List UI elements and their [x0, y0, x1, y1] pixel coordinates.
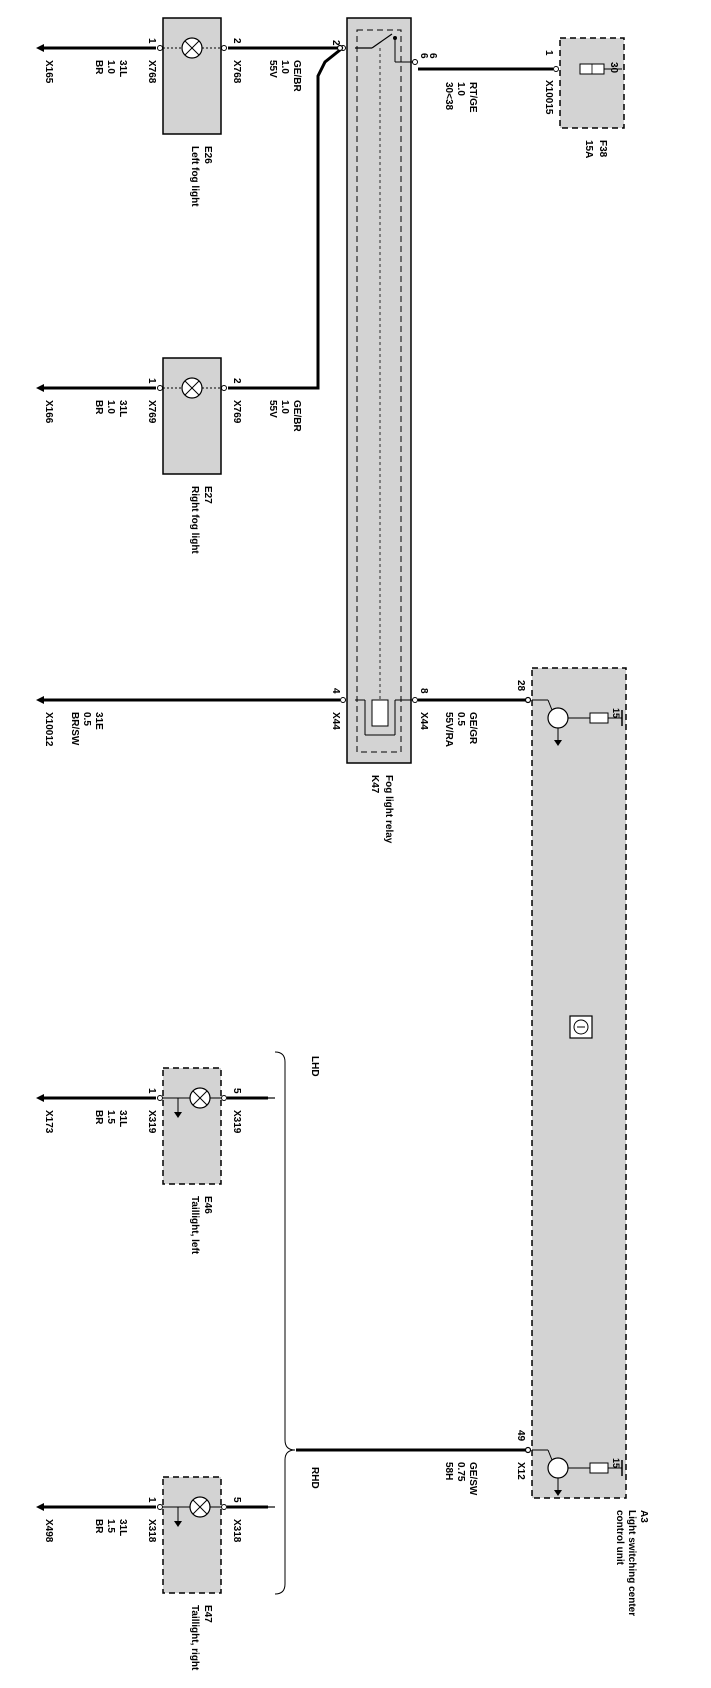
svg-text:1: 1 [146, 38, 157, 44]
svg-text:X318: X318 [231, 1519, 242, 1543]
svg-text:E46: E46 [202, 1196, 213, 1214]
svg-text:58H: 58H [443, 1462, 454, 1480]
svg-text:control unit: control unit [614, 1510, 625, 1566]
svg-text:55V/RA: 55V/RA [443, 712, 454, 747]
svg-text:X319: X319 [146, 1110, 157, 1134]
wire-junctions [268, 44, 532, 1508]
svg-text:49: 49 [515, 1430, 526, 1442]
svg-text:X10012: X10012 [43, 712, 54, 747]
ground-markers [36, 44, 44, 1511]
variant-rhd: RHD [309, 1467, 320, 1489]
svg-text:X769: X769 [146, 400, 157, 424]
svg-text:BR/SW: BR/SW [69, 712, 80, 746]
svg-text:0.5: 0.5 [455, 712, 466, 726]
relay-pin-2: 2 [330, 40, 341, 46]
relay-code: K47 [369, 775, 380, 794]
svg-text:31L: 31L [117, 60, 128, 77]
relay-pin-8: 8 [418, 688, 429, 694]
svg-text:30<38: 30<38 [443, 82, 454, 111]
fuse-wire-pin: 6 [427, 53, 438, 59]
relay-conn-upper: X44 [330, 712, 341, 730]
svg-text:1.0: 1.0 [105, 400, 116, 414]
svg-text:BR: BR [93, 1110, 104, 1125]
svg-text:X165: X165 [43, 60, 54, 84]
fuse-pin: 1 [543, 50, 554, 56]
svg-text:E27: E27 [202, 486, 213, 504]
wires [40, 46, 553, 1509]
svg-text:RT/GE: RT/GE [467, 82, 478, 113]
lamp-e46-taillight-left: 1 5 X319 X319 E46 Taillight, left 31L 1.… [43, 1067, 268, 1255]
svg-text:GE/BR: GE/BR [291, 400, 302, 432]
svg-text:X498: X498 [43, 1519, 54, 1543]
svg-text:1.5: 1.5 [105, 1110, 116, 1124]
fuse-terminal: 30 [608, 62, 619, 74]
svg-text:55V: 55V [267, 60, 278, 78]
wire-label-taillight: 58H 0.75 GE/SW [443, 1462, 478, 1496]
svg-text:0.5: 0.5 [81, 712, 92, 726]
svg-text:28: 28 [515, 680, 526, 692]
fog-light-relay: 2 6 4 8 X44 X44 K47 Fog light relay [330, 17, 429, 844]
fuse-connector: X10015 [543, 80, 554, 115]
svg-text:1.0: 1.0 [105, 60, 116, 74]
lamp-e27-right-fog-light: 1 2 X769 X769 E27 Right fog light 31L 1.… [43, 357, 302, 554]
svg-text:15: 15 [611, 1458, 621, 1468]
svg-text:31L: 31L [117, 400, 128, 417]
svg-text:BR: BR [93, 60, 104, 75]
svg-text:Right fog light: Right fog light [189, 486, 200, 554]
svg-text:BR: BR [93, 400, 104, 415]
svg-text:2: 2 [231, 378, 242, 384]
svg-text:5: 5 [231, 1088, 242, 1094]
svg-text:1: 1 [146, 1088, 157, 1094]
svg-text:E47: E47 [202, 1605, 213, 1623]
wire-label-relay-ground: 31E 0.5 BR/SW X10012 [43, 712, 104, 747]
svg-text:Taillight, left: Taillight, left [189, 1196, 200, 1255]
svg-text:E26: E26 [202, 146, 213, 164]
module-a3-light-switching-center: 15 15 28 49 X12 A3 Light switching cente… [515, 667, 649, 1616]
relay-conn-lower: X44 [418, 712, 429, 730]
fuse-rating: 15A [583, 140, 594, 158]
variant-lhd: LHD [309, 1056, 320, 1077]
wire-label-relay-ctrl: 55V/RA 0.5 GE/GR [443, 712, 478, 747]
svg-text:X173: X173 [43, 1110, 54, 1134]
relay-name: Fog light relay [383, 775, 394, 844]
lamp-e26-left-fog-light: 1 2 X768 X768 E26 Left fog light 31L 1.0… [43, 17, 302, 207]
svg-text:A3: A3 [638, 1510, 649, 1523]
svg-text:GE/GR: GE/GR [467, 712, 478, 745]
svg-text:Light switching center: Light switching center [626, 1510, 637, 1616]
svg-text:31E: 31E [93, 712, 104, 730]
fuse-f38: 1 X10015 30 F38 15A [543, 37, 625, 158]
lamp-e47-taillight-right: 1 5 X318 X318 E47 Taillight, right 31L 1… [43, 1476, 268, 1671]
svg-text:1.0: 1.0 [455, 82, 466, 96]
svg-text:2: 2 [231, 38, 242, 44]
svg-text:Left fog light: Left fog light [189, 146, 200, 207]
svg-text:1.5: 1.5 [105, 1519, 116, 1533]
svg-text:1: 1 [146, 378, 157, 384]
svg-text:31L: 31L [117, 1110, 128, 1127]
svg-text:GE/BR: GE/BR [291, 60, 302, 92]
relay-pin-4: 4 [330, 688, 341, 694]
svg-text:X12: X12 [515, 1462, 526, 1480]
svg-text:0.75: 0.75 [455, 1462, 466, 1482]
svg-text:X166: X166 [43, 400, 54, 424]
svg-text:5: 5 [231, 1497, 242, 1503]
svg-text:Taillight, right: Taillight, right [189, 1605, 200, 1671]
svg-text:X769: X769 [231, 400, 242, 424]
svg-text:31L: 31L [117, 1519, 128, 1536]
relay-pin-6: 6 [418, 53, 429, 59]
fuse-code: F38 [597, 140, 608, 158]
svg-text:1.0: 1.0 [279, 400, 290, 414]
svg-text:BR: BR [93, 1519, 104, 1534]
svg-text:X319: X319 [231, 1110, 242, 1134]
svg-text:X768: X768 [231, 60, 242, 84]
svg-text:55V: 55V [267, 400, 278, 418]
svg-text:X318: X318 [146, 1519, 157, 1543]
wire-label-fuse: 6 30<38 1.0 RT/GE [427, 53, 478, 113]
svg-text:1: 1 [146, 1497, 157, 1503]
variant-bracket [274, 1051, 296, 1595]
svg-text:15: 15 [611, 708, 621, 718]
svg-text:GE/SW: GE/SW [467, 1462, 478, 1496]
svg-text:X768: X768 [146, 60, 157, 84]
svg-text:1.0: 1.0 [279, 60, 290, 74]
